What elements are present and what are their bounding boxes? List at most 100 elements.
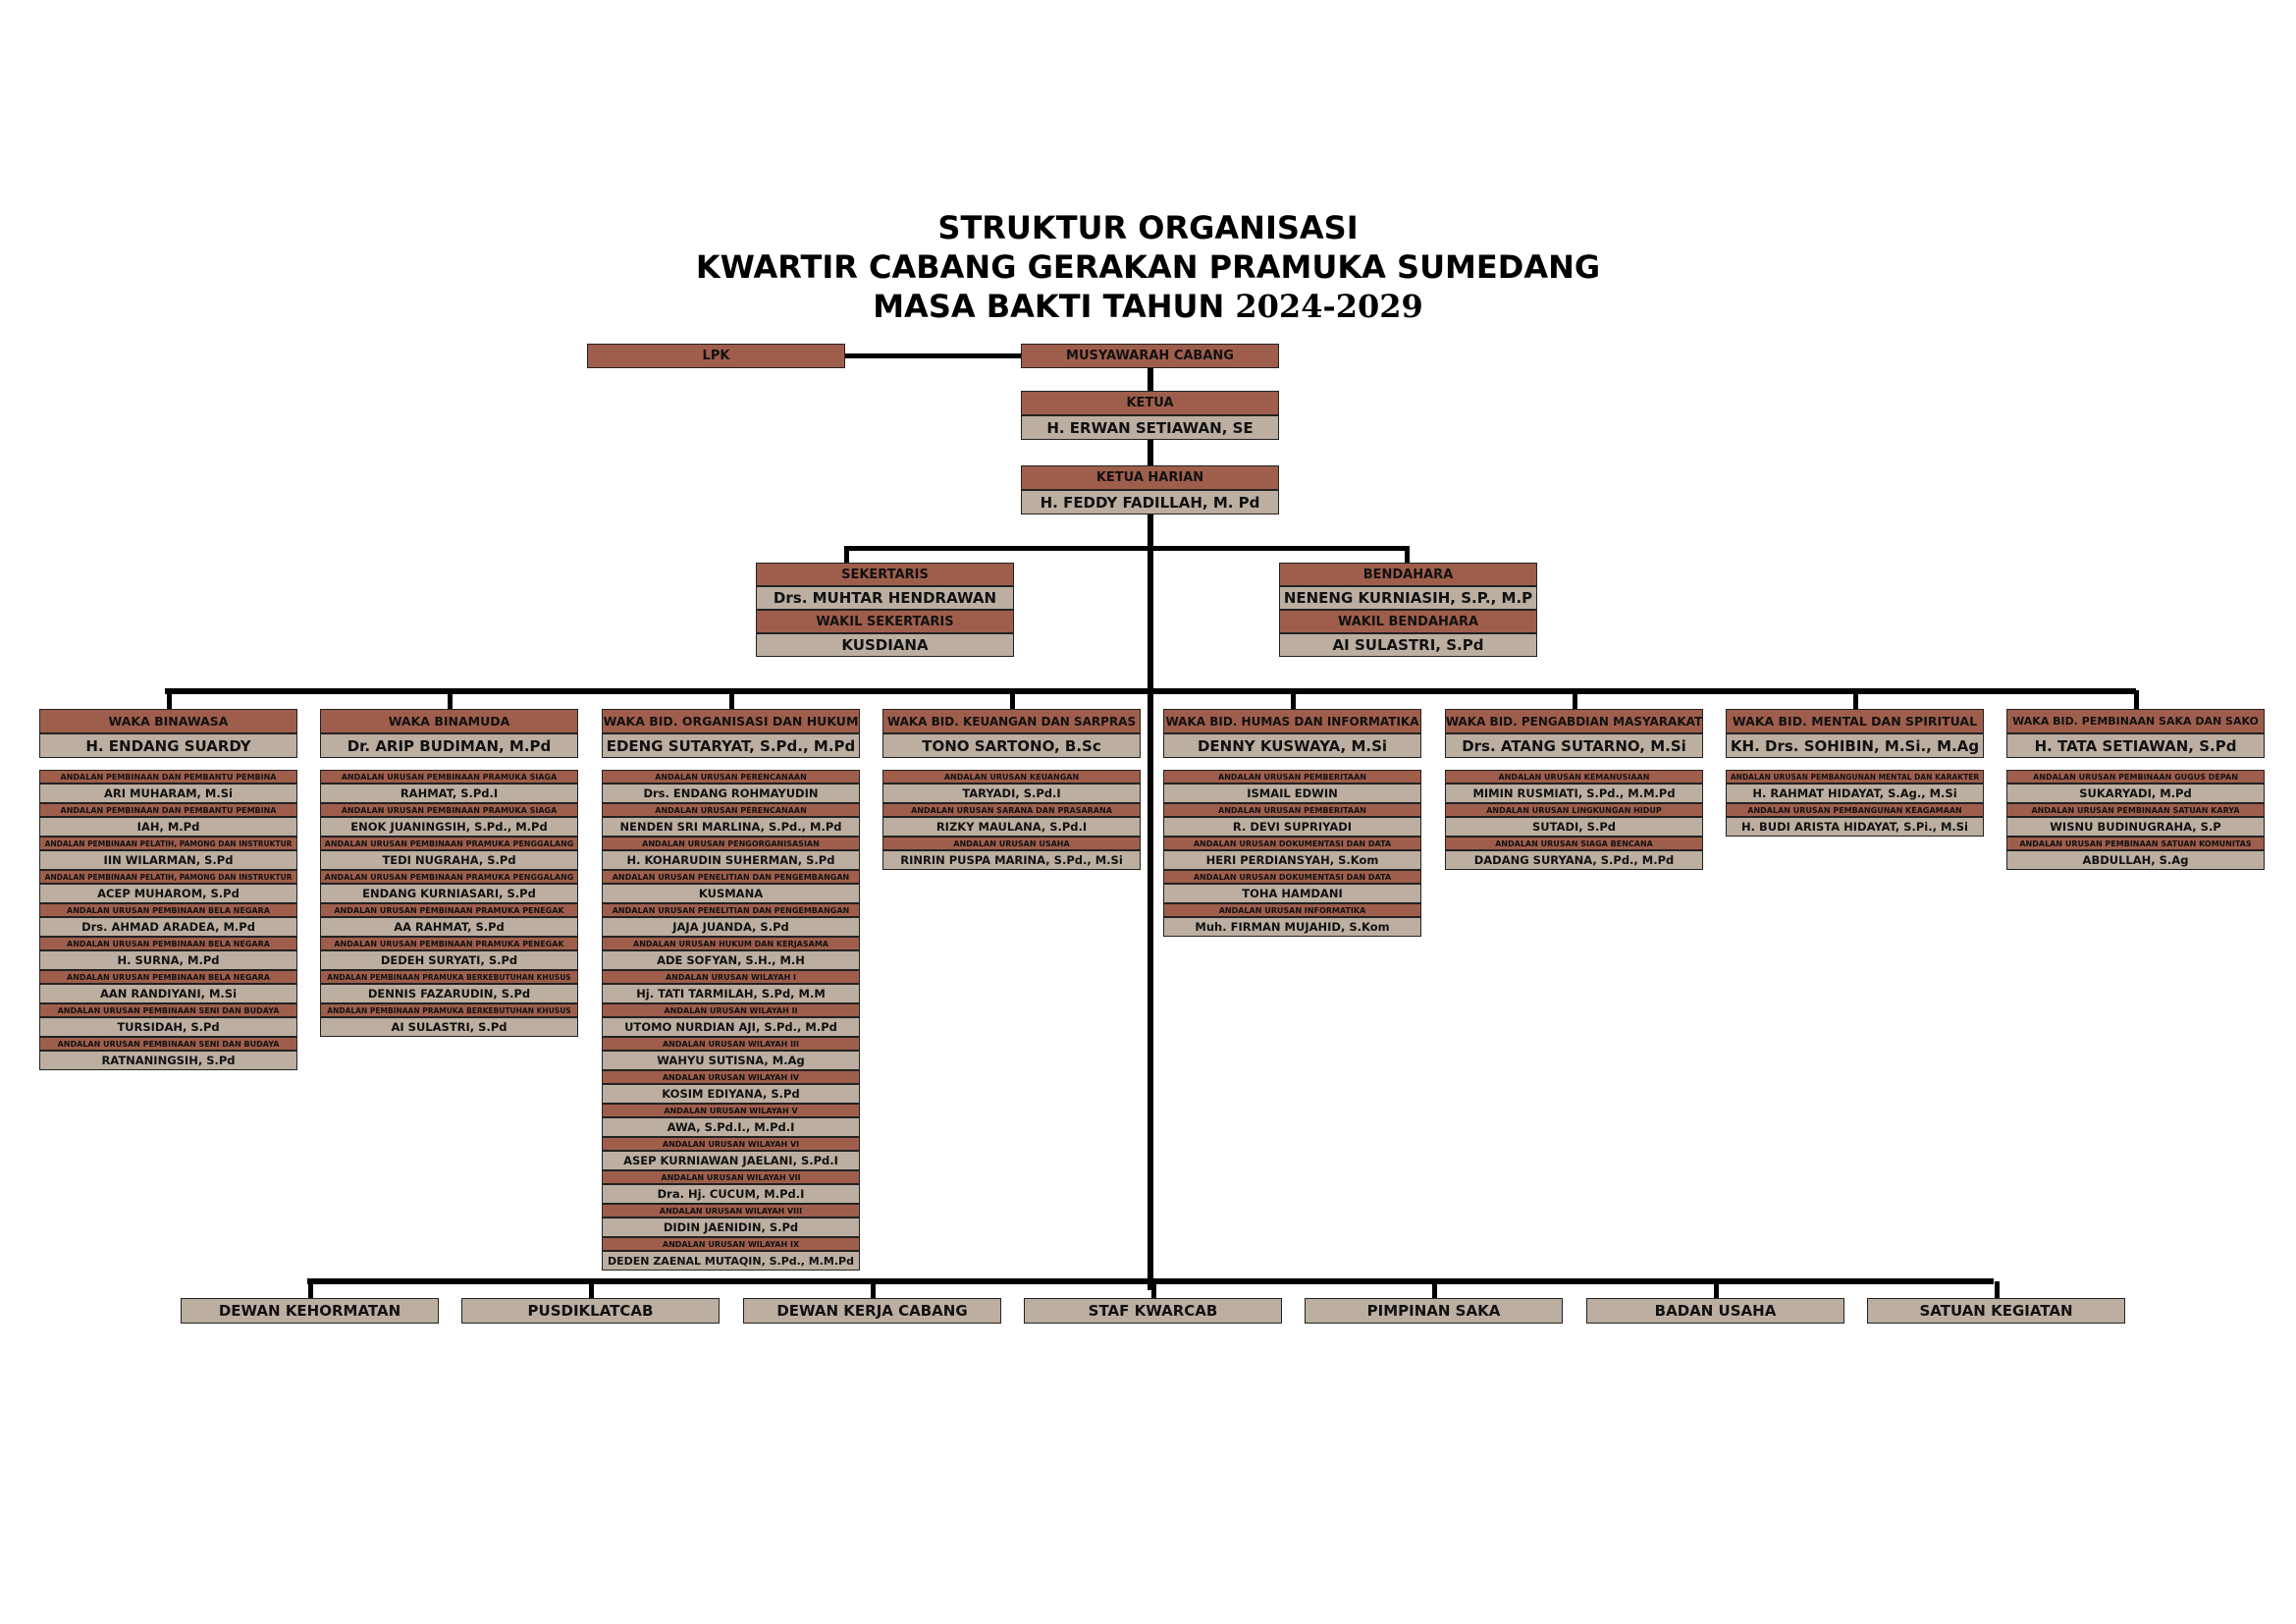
andalan-role: ANDALAN PEMBINAAN DAN PEMBANTU PEMBINA [39,770,297,784]
andalan-role: ANDALAN URUSAN HUKUM DAN KERJASAMA [602,937,860,950]
andalan-role: ANDALAN URUSAN PEMBINAAN BELA NEGARA [39,970,297,984]
andalan-name: R. DEVI SUPRIYADI [1163,817,1421,837]
andalan-name: RIZKY MAULANA, S.Pd.I [882,817,1141,837]
andalan-role: ANDALAN URUSAN SARANA DAN PRASARANA [882,803,1141,817]
andalan-name: ISMAIL EDWIN [1163,784,1421,803]
andalan-name: MIMIN RUSMIATI, S.Pd., M.M.Pd [1445,784,1703,803]
andalan-name: AA RAHMAT, S.Pd [320,917,578,937]
ketua-label: KETUA [1021,391,1279,415]
andalan-name: SUTADI, S.Pd [1445,817,1703,837]
andalan-name: RAHMAT, S.Pd.I [320,784,578,803]
ketua-harian-label: KETUA HARIAN [1021,465,1279,490]
wakil-bendahara-label: WAKIL BENDAHARA [1279,610,1537,633]
andalan-role: ANDALAN URUSAN KEUANGAN [882,770,1141,784]
andalan-name: H. SURNA, M.Pd [39,950,297,970]
andalan-name: RATNANINGSIH, S.Pd [39,1051,297,1070]
connector-waka-drop-3 [1010,690,1015,710]
chart-title: STRUKTUR ORGANISASI KWARTIR CABANG GERAK… [0,208,2296,326]
andalan-name: WAHYU SUTISNA, M.Ag [602,1051,860,1070]
andalan-name: TOHA HAMDANI [1163,884,1421,903]
andalan-role: ANDALAN URUSAN PEMBANGUNAN MENTAL DAN KA… [1726,770,1984,784]
connector-waka-drop-5 [1573,690,1577,710]
andalan-name: ABDULLAH, S.Ag [2006,850,2265,870]
connector-lpk-muscab [844,353,1021,358]
title-line-1: STRUKTUR ORGANISASI [937,209,1359,246]
andalan-name: KUSMANA [602,884,860,903]
bottom-unit: PUSDIKLATCAB [461,1298,720,1324]
andalan-role: ANDALAN URUSAN LINGKUNGAN HIDUP [1445,803,1703,817]
lpk-box: LPK [587,344,845,368]
andalan-role: ANDALAN URUSAN PEMBANGUNAN KEAGAMAAN [1726,803,1984,817]
andalan-role: ANDALAN URUSAN PEMBINAAN PRAMUKA PENEGAK [320,903,578,917]
andalan-name: HERI PERDIANSYAH, S.Kom [1163,850,1421,870]
wakil-sekretaris-name: KUSDIANA [756,633,1014,657]
andalan-name: AAN RANDIYANI, M.Si [39,984,297,1003]
wakil-bendahara-name: AI SULASTRI, S.Pd [1279,633,1537,657]
andalan-role: ANDALAN URUSAN WILAYAH V [602,1104,860,1117]
andalan-name: H. KOHARUDIN SUHERMAN, S.Pd [602,850,860,870]
andalan-name: ASEP KURNIAWAN JAELANI, S.Pd.I [602,1151,860,1170]
muscab-box: MUSYAWARAH CABANG [1021,344,1279,368]
connector-bendahara-drop [1405,546,1410,564]
waka-label: WAKA BID. HUMAS DAN INFORMATIKA [1163,709,1421,733]
wakil-sekretaris-label: WAKIL SEKERTARIS [756,610,1014,633]
andalan-role: ANDALAN URUSAN WILAYAH III [602,1037,860,1051]
andalan-role: ANDALAN URUSAN PEMBINAAN PRAMUKA SIAGA [320,803,578,817]
title-line-2: KWARTIR CABANG GERAKAN PRAMUKA SUMEDANG [695,248,1601,286]
andalan-name: DEDEH SURYATI, S.Pd [320,950,578,970]
connector-bottom-bar [307,1278,1994,1284]
andalan-role: ANDALAN URUSAN DOKUMENTASI DAN DATA [1163,837,1421,850]
andalan-name: RINRIN PUSPA MARINA, S.Pd., M.Si [882,850,1141,870]
andalan-name: Drs. ENDANG ROHMAYUDIN [602,784,860,803]
andalan-role: ANDALAN URUSAN PEMBINAAN PRAMUKA SIAGA [320,770,578,784]
andalan-role: ANDALAN URUSAN WILAYAH VIII [602,1204,860,1218]
connector-waka-drop-1 [448,690,453,710]
connector-bottom-drop-4 [1432,1281,1437,1299]
waka-name: Dr. ARIP BUDIMAN, M.Pd [320,733,578,758]
andalan-name: TEDI NUGRAHA, S.Pd [320,850,578,870]
andalan-role: ANDALAN URUSAN PEMBINAAN SATUAN KOMUNITA… [2006,837,2265,850]
connector-bottom-drop-2 [871,1281,876,1299]
waka-name: TONO SARTONO, B.Sc [882,733,1141,758]
andalan-name: H. BUDI ARISTA HIDAYAT, S.Pi., M.Si [1726,817,1984,837]
andalan-role: ANDALAN URUSAN KEMANUSIAAN [1445,770,1703,784]
andalan-role: ANDALAN PEMBINAAN PRAMUKA BERKEBUTUHAN K… [320,970,578,984]
andalan-name: DEDEN ZAENAL MUTAQIN, S.Pd., M.M.Pd [602,1251,860,1271]
andalan-role: ANDALAN URUSAN SIAGA BENCANA [1445,837,1703,850]
andalan-role: ANDALAN URUSAN PEMBINAAN PRAMUKA PENGGAL… [320,870,578,884]
andalan-name: Hj. TATI TARMILAH, S.Pd, M.M [602,984,860,1003]
andalan-name: H. RAHMAT HIDAYAT, S.Ag., M.Si [1726,784,1984,803]
andalan-name: AI SULASTRI, S.Pd [320,1017,578,1037]
andalan-role: ANDALAN PEMBINAAN PRAMUKA BERKEBUTUHAN K… [320,1003,578,1017]
connector-sekben-bar [844,546,1409,551]
andalan-role: ANDALAN PEMBINAAN PELATIH, PAMONG DAN IN… [39,870,297,884]
andalan-role: ANDALAN URUSAN PENELITIAN DAN PENGEMBANG… [602,870,860,884]
andalan-name: WISNU BUDINUGRAHA, S.P [2006,817,2265,837]
andalan-role: ANDALAN URUSAN WILAYAH IV [602,1070,860,1084]
connector-bottom-drop-5 [1714,1281,1719,1299]
waka-label: WAKA BINAMUDA [320,709,578,733]
waka-label: WAKA BINAWASA [39,709,297,733]
andalan-name: AWA, S.Pd.I., M.Pd.I [602,1117,860,1137]
connector-waka-drop-2 [729,690,734,710]
andalan-name: Dra. Hj. CUCUM, M.Pd.I [602,1184,860,1204]
andalan-role: ANDALAN URUSAN DOKUMENTASI DAN DATA [1163,870,1421,884]
andalan-role: ANDALAN URUSAN PEMBINAAN SATUAN KARYA [2006,803,2265,817]
andalan-role: ANDALAN URUSAN PENELITIAN DAN PENGEMBANG… [602,903,860,917]
andalan-name: IIN WILARMAN, S.Pd [39,850,297,870]
waka-name: DENNY KUSWAYA, M.Si [1163,733,1421,758]
waka-label: WAKA BID. KEUANGAN DAN SARPRAS [882,709,1141,733]
andalan-role: ANDALAN URUSAN PEMBERITAAN [1163,803,1421,817]
andalan-role: ANDALAN URUSAN PERENCANAAN [602,770,860,784]
waka-name: Drs. ATANG SUTARNO, M.Si [1445,733,1703,758]
andalan-name: UTOMO NURDIAN AJI, S.Pd., M.Pd [602,1017,860,1037]
title-year: 2024-2029 [1235,288,1423,325]
andalan-role: ANDALAN PEMBINAAN DAN PEMBANTU PEMBINA [39,803,297,817]
bottom-unit: PIMPINAN SAKA [1305,1298,1563,1324]
andalan-name: DENNIS FAZARUDIN, S.Pd [320,984,578,1003]
connector-trunk [1148,367,1153,1290]
andalan-role: ANDALAN URUSAN PENGORGANISASIAN [602,837,860,850]
waka-name: H. TATA SETIAWAN, S.Pd [2006,733,2265,758]
andalan-name: ENOK JUANINGSIH, S.Pd., M.Pd [320,817,578,837]
sekretaris-label: SEKERTARIS [756,563,1014,586]
